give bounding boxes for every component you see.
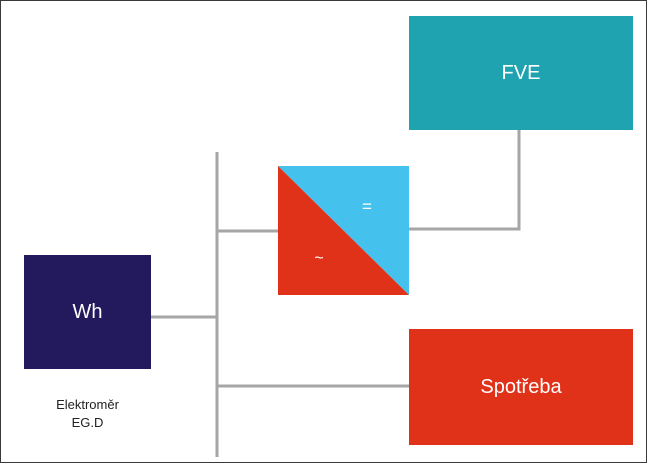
inverter-dc-symbol: = bbox=[362, 197, 372, 216]
meter-caption: Elektroměr EG.D bbox=[24, 396, 151, 432]
consumption-label: Spotřeba bbox=[480, 375, 562, 398]
inverter-icon: = ~ bbox=[278, 166, 409, 295]
inverter-to-fve-line bbox=[409, 130, 521, 231]
consumption-box: Spotřeba bbox=[409, 329, 633, 445]
meter-label: Wh bbox=[72, 300, 103, 323]
meter-box: Wh bbox=[24, 255, 151, 369]
meter-caption-line2: EG.D bbox=[71, 415, 104, 430]
inverter-ac-symbol: ~ bbox=[314, 250, 323, 267]
fve-box: FVE bbox=[409, 16, 633, 130]
inverter-ac-half bbox=[278, 166, 409, 295]
fve-label: FVE bbox=[501, 61, 541, 84]
meter-caption-line1: Elektroměr bbox=[56, 397, 119, 412]
